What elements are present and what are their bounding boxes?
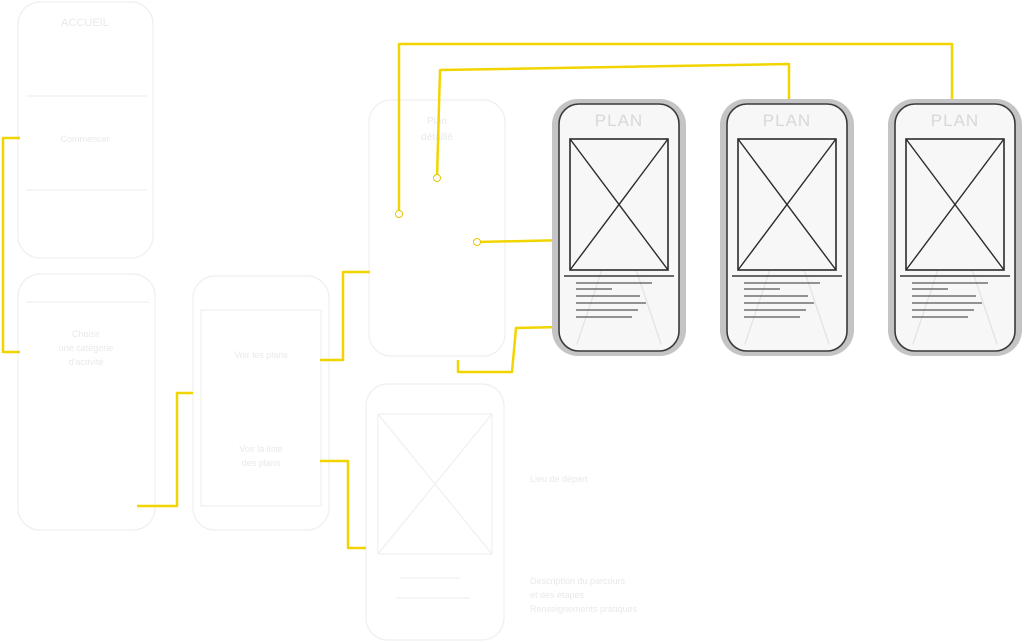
connector-categories-choice <box>137 391 193 508</box>
connectors <box>1 42 954 550</box>
accueil-title: ACCUEIL <box>61 17 109 29</box>
screen-map: Lieu de départ Description du parcours e… <box>365 383 638 641</box>
plan-phone-2[interactable]: PLAN <box>720 99 854 356</box>
connector-dot-2 <box>395 210 403 218</box>
plan-title: PLAN <box>595 111 643 130</box>
choice-option-plans[interactable]: Voir les plans <box>234 350 288 360</box>
categories-line-1: Choisir <box>72 329 100 339</box>
categories-line-2: une catégorie <box>59 343 114 353</box>
map-desc-2: et des étapes <box>530 590 585 600</box>
connector-choice-plan <box>320 270 370 362</box>
accueil-link[interactable]: Commencer <box>60 134 109 144</box>
screen-choice: Voir les plans Voir la liste des plans <box>192 275 330 531</box>
connector-dot-1 <box>433 174 441 182</box>
screen-categories: Choisir une catégorie d'activité <box>17 273 156 531</box>
choice-option-list-2[interactable]: des plans <box>242 458 281 468</box>
plan-phone-3[interactable]: PLAN <box>888 99 1022 356</box>
placeholder-diagonal-2 <box>737 138 837 271</box>
plan-detail-title-1: Plan <box>427 116 447 127</box>
placeholder-diagonal-2 <box>569 138 669 271</box>
map-desc-3: Renseignements pratiques <box>530 604 638 614</box>
connector-plan-list <box>456 324 605 374</box>
map-caption: Lieu de départ <box>530 474 588 484</box>
plan-title: PLAN <box>931 111 979 130</box>
choice-option-list-1[interactable]: Voir la liste <box>239 444 283 454</box>
map-desc-1: Description du parcours <box>530 576 626 586</box>
connector-accueil-categories <box>1 136 20 354</box>
placeholder-diagonal-2 <box>905 138 1005 271</box>
plan-phone-1[interactable]: PLAN <box>552 99 686 356</box>
connector-dot-3 <box>473 238 481 246</box>
categories-line-3: d'activité <box>69 357 104 367</box>
screen-accueil: ACCUEIL Commencer <box>17 1 154 259</box>
plan-title: PLAN <box>763 111 811 130</box>
connector-plan3-top <box>397 42 954 214</box>
plan-phones: PLAN PLAN PLAN <box>552 99 1022 356</box>
connector-choice-map <box>320 459 366 550</box>
connector-plan2-top <box>435 62 791 179</box>
